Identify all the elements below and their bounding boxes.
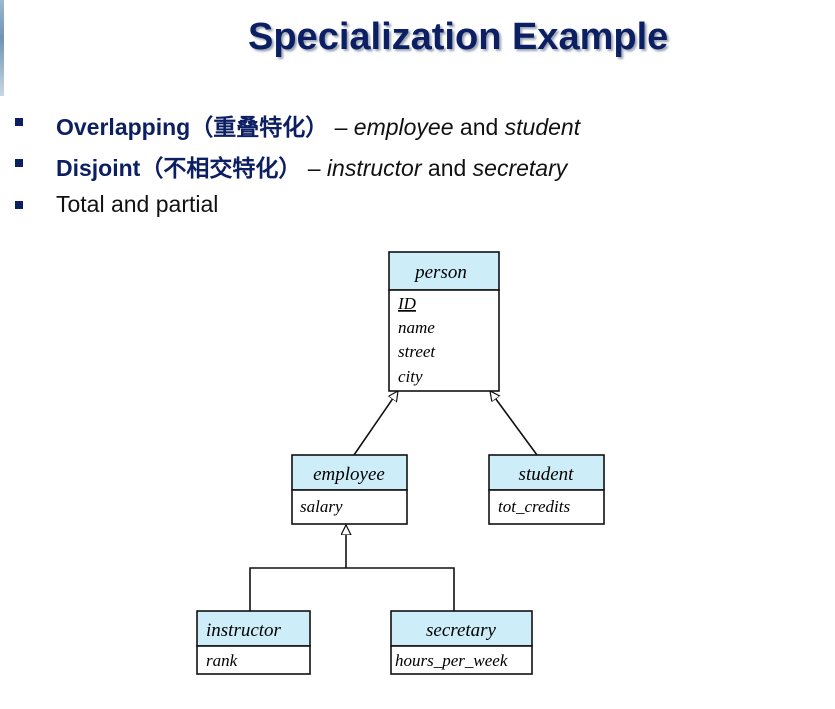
entity-name: person — [413, 262, 467, 283]
entity-student: student tot_credits — [488, 454, 605, 525]
attribute-key: ID — [397, 294, 417, 313]
entity-instructor: instructor rank — [196, 610, 311, 675]
bullet-term: Overlapping — [56, 114, 191, 140]
bullet-entity-a: employee — [353, 114, 454, 140]
slide-title: Specialization Example — [248, 16, 669, 58]
square-bullet-icon — [15, 201, 23, 209]
entity-body — [196, 645, 311, 675]
entity-header — [388, 251, 500, 291]
bullet-text: Overlapping（重叠特化） – employee and student — [56, 108, 580, 142]
bullet-and: and — [421, 155, 473, 181]
bullet-and: and — [453, 114, 505, 140]
attribute: rank — [206, 651, 238, 670]
student-to-person-arrow — [490, 391, 538, 456]
entity-employee: employee salary — [291, 454, 408, 525]
bullet-entity-b: student — [504, 114, 581, 140]
entity-header — [488, 454, 605, 491]
entity-header — [196, 610, 311, 647]
employee-to-person-arrow — [353, 391, 398, 456]
entity-secretary: secretary hours_per_week — [390, 610, 533, 675]
entity-person: person ID name street city — [388, 251, 500, 392]
attribute: name — [398, 318, 435, 337]
bullet-entity-b: secretary — [472, 155, 568, 181]
entity-name: instructor — [206, 620, 282, 641]
bullet-dash: – — [328, 114, 354, 140]
attribute: street — [398, 342, 436, 361]
bullet-text: Total and partial — [56, 191, 219, 217]
bullet-term: Disjoint — [56, 155, 141, 181]
attribute: tot_credits — [498, 497, 570, 516]
square-bullet-icon — [15, 118, 23, 126]
entity-body — [390, 645, 533, 675]
entity-body — [291, 489, 408, 525]
bullet-text: Disjoint（不相交特化） – instructor and secreta… — [56, 149, 567, 183]
entity-name: student — [519, 464, 575, 485]
bullet-entity-a: instructor — [326, 155, 422, 181]
bullet-chinese-term: （重叠特化） — [190, 115, 329, 141]
bullet-dash: – — [301, 155, 327, 181]
attribute: hours_per_week — [395, 651, 508, 670]
entity-body — [388, 289, 500, 392]
slide-edge-strip — [0, 0, 4, 96]
entity-name: employee — [313, 464, 385, 485]
square-bullet-icon — [15, 159, 23, 167]
bullet-chinese-term: （不相交特化） — [140, 156, 302, 182]
attribute: salary — [300, 497, 343, 516]
entity-name: secretary — [426, 620, 497, 641]
connector-lines — [249, 391, 538, 611]
disjoint-branch-line — [249, 567, 455, 611]
entity-body — [488, 489, 605, 525]
attribute: city — [398, 367, 423, 386]
